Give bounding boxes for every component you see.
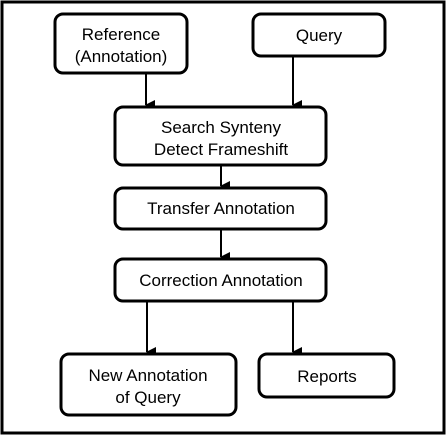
node-correction-line-1: Correction Annotation bbox=[139, 271, 303, 290]
node-search: Search Synteny Detect Frameshift bbox=[113, 105, 328, 167]
node-reports-line-1: Reports bbox=[297, 367, 357, 386]
node-new-annotation: New Annotation of Query bbox=[59, 352, 238, 417]
node-new-annotation-line-1: New Annotation bbox=[88, 366, 207, 385]
node-search-line-1: Search Synteny bbox=[161, 118, 282, 137]
node-reference-line-1: Reference bbox=[82, 25, 160, 44]
node-reference: Reference (Annotation) bbox=[53, 12, 189, 75]
node-transfer-line-1: Transfer Annotation bbox=[147, 199, 295, 218]
node-reference-line-2: (Annotation) bbox=[75, 47, 168, 66]
node-new-annotation-line-2: of Query bbox=[115, 388, 181, 407]
node-query-line-1: Query bbox=[296, 26, 343, 45]
node-reports: Reports bbox=[257, 352, 396, 399]
node-search-line-2: Detect Frameshift bbox=[154, 140, 288, 159]
node-transfer: Transfer Annotation bbox=[113, 186, 328, 231]
node-query: Query bbox=[251, 12, 387, 58]
node-correction: Correction Annotation bbox=[113, 257, 328, 303]
edges bbox=[145, 56, 302, 357]
